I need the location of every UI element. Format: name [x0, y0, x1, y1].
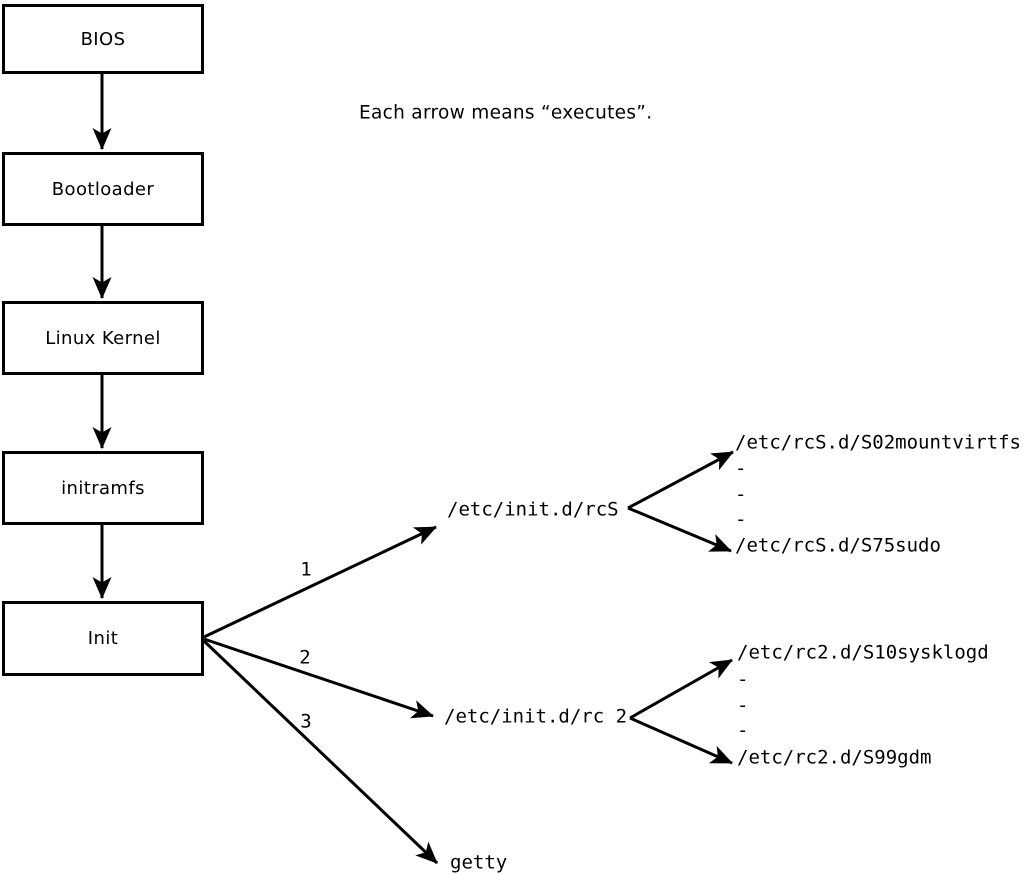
box-init: Init	[2, 601, 204, 676]
arrow-rcs-to-s75sudo	[627, 506, 732, 553]
arrow-order-label-3: 3	[300, 710, 312, 733]
arrow-init-to-rc2	[203, 637, 434, 719]
box-bios: BIOS	[2, 4, 204, 74]
rc2-ellipsis-dash-2: -	[737, 694, 749, 717]
arrow-order-label-1: 1	[300, 558, 312, 581]
box-bootloader: Bootloader	[2, 152, 204, 226]
node-rcs-s75sudo: /etc/rcS.d/S75sudo	[735, 534, 941, 557]
box-init-label: Init	[87, 628, 119, 649]
arrow-rc2-to-s99gdm	[629, 716, 733, 765]
rcs-ellipsis-dash-2: -	[735, 483, 747, 506]
rcs-ellipsis-dash-1: -	[735, 457, 747, 480]
box-initramfs-label: initramfs	[61, 477, 145, 499]
rc2-ellipsis-dash-3: -	[737, 719, 749, 742]
box-linux-kernel-label: Linux Kernel	[45, 327, 161, 349]
node-etc-init-d-rcs: /etc/init.d/rcS	[447, 498, 619, 521]
node-rc2-s10sysklogd: /etc/rc2.d/S10sysklogd	[737, 641, 989, 664]
box-initramfs: initramfs	[2, 451, 204, 525]
node-getty: getty	[450, 851, 508, 874]
node-rcs-s02mountvirtfs: /etc/rcS.d/S02mountvirtfs	[735, 431, 1021, 454]
node-rc2-s99gdm: /etc/rc2.d/S99gdm	[737, 746, 932, 769]
box-linux-kernel: Linux Kernel	[2, 301, 204, 375]
box-bios-label: BIOS	[80, 28, 126, 50]
box-bootloader-label: Bootloader	[51, 178, 155, 200]
rcs-ellipsis-dash-3: -	[735, 508, 747, 531]
arrow-rc2-to-s10sysklogd	[629, 658, 733, 720]
node-etc-init-d-rc2: /etc/init.d/rc 2	[444, 705, 628, 728]
arrow-rcs-to-s02mountvirtfs	[627, 450, 734, 510]
rc2-ellipsis-dash-1: -	[737, 668, 749, 691]
arrow-order-label-2: 2	[299, 646, 311, 669]
legend-note: Each arrow means “executes”.	[359, 102, 653, 124]
arrow-init-to-getty	[202, 639, 439, 865]
arrow-init-to-rcs	[203, 525, 437, 639]
